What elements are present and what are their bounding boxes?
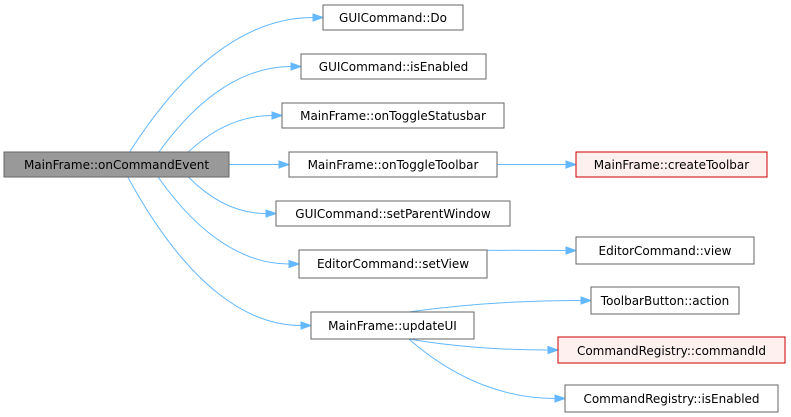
- arrowhead-icon: [290, 62, 303, 71]
- node-label: CommandRegistry::isEnabled: [583, 392, 759, 406]
- node-ed-view[interactable]: EditorCommand::view: [575, 236, 755, 265]
- node-label: EditorCommand::view: [599, 244, 732, 258]
- node-label: GUICommand::setParentWindow: [295, 207, 491, 221]
- node-label: MainFrame::updateUI: [328, 319, 457, 333]
- node-mf-toolbar[interactable]: MainFrame::onToggleToolbar: [288, 151, 498, 178]
- node-box: [298, 249, 488, 279]
- arrowhead-icon: [312, 13, 325, 22]
- node-label: MainFrame::onToggleStatusbar: [300, 109, 486, 123]
- arrowhead-icon: [271, 111, 284, 120]
- edge-line: [157, 176, 290, 265]
- edge-line: [127, 176, 302, 326]
- node-box: [310, 311, 475, 340]
- node-box: [575, 236, 755, 265]
- arrowhead-icon: [288, 259, 301, 269]
- edge-root-to-gui_isenabled: [158, 62, 303, 153]
- node-box: [3, 151, 230, 178]
- node-mf-updateui[interactable]: MainFrame::updateUI: [310, 311, 475, 340]
- node-label: GUICommand::Do: [339, 11, 447, 25]
- node-label: ToolbarButton::action: [600, 294, 729, 308]
- edge-mf_toolbar-to-mf_createtoolbar: [497, 160, 578, 169]
- node-cr-isenabled[interactable]: CommandRegistry::isEnabled: [564, 384, 779, 413]
- node-label: MainFrame::onCommandEvent: [24, 158, 209, 172]
- node-box: [275, 200, 511, 227]
- arrowhead-icon: [300, 321, 313, 330]
- arrowhead-icon: [547, 345, 560, 355]
- edge-mf_updateui-to-cr_commandid: [408, 338, 560, 355]
- node-mf-statusbar[interactable]: MainFrame::onToggleStatusbar: [281, 102, 505, 129]
- edge-line: [158, 66, 292, 153]
- node-gui-setparent[interactable]: GUICommand::setParentWindow: [275, 200, 511, 227]
- arrowhead-icon: [265, 209, 278, 218]
- node-box: [575, 151, 768, 178]
- node-box: [281, 102, 505, 129]
- edge-line: [129, 17, 314, 153]
- edge-line: [187, 176, 267, 214]
- edge-root-to-gui_setparent: [187, 176, 278, 218]
- node-gui-do[interactable]: GUICommand::Do: [322, 4, 464, 31]
- arrowhead-icon: [580, 296, 593, 305]
- arrowhead-icon: [565, 160, 578, 169]
- node-cr-commandid[interactable]: CommandRegistry::commandId: [557, 336, 786, 364]
- node-mf-createtoolbar[interactable]: MainFrame::createToolbar: [575, 151, 768, 178]
- edge-root-to-mf_updateui: [127, 176, 313, 330]
- node-label: EditorCommand::setView: [317, 257, 469, 271]
- node-gui-isenabled[interactable]: GUICommand::isEnabled: [300, 53, 487, 80]
- node-box: [590, 286, 740, 315]
- arrowhead-icon: [278, 160, 291, 169]
- node-root[interactable]: MainFrame::onCommandEvent: [3, 151, 230, 178]
- node-box: [557, 336, 786, 364]
- node-layer: MainFrame::onCommandEvent GUICommand::Do…: [3, 4, 786, 413]
- node-label: CommandRegistry::commandId: [577, 344, 766, 358]
- edge-mf_updateui-to-cr_isenabled: [408, 338, 567, 403]
- node-tb-action[interactable]: ToolbarButton::action: [590, 286, 740, 315]
- arrowhead-icon: [554, 394, 567, 403]
- edge-layer: [127, 13, 593, 403]
- edge-root-to-mf_statusbar: [188, 111, 284, 153]
- edge-mf_updateui-to-tb_action: [408, 296, 593, 313]
- edge-line: [188, 115, 273, 153]
- edge-line: [408, 338, 549, 351]
- node-box: [288, 151, 498, 178]
- node-box: [564, 384, 779, 413]
- arrowhead-icon: [565, 246, 578, 255]
- edge-root-to-ed_setview: [157, 176, 301, 269]
- edge-line: [408, 338, 556, 399]
- edge-line: [408, 300, 582, 313]
- node-ed-setview[interactable]: EditorCommand::setView: [298, 249, 488, 279]
- node-box: [322, 4, 464, 31]
- edge-root-to-mf_toolbar: [229, 160, 291, 169]
- node-box: [300, 53, 487, 80]
- edge-root-to-gui_do: [129, 13, 325, 153]
- node-label: GUICommand::isEnabled: [319, 60, 468, 74]
- node-label: MainFrame::onToggleToolbar: [308, 158, 479, 172]
- node-label: MainFrame::createToolbar: [594, 158, 749, 172]
